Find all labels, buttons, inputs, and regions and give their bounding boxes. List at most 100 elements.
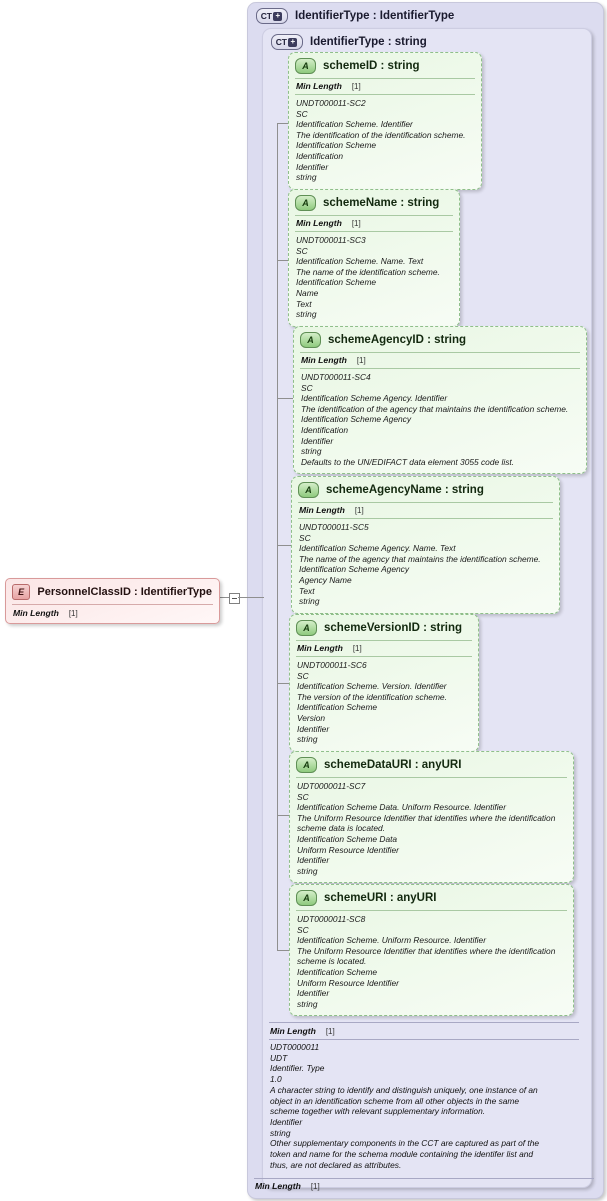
attribute-branch-line xyxy=(277,950,289,951)
attribute-label: schemeVersionID : string xyxy=(324,622,463,634)
doc-line: UNDT000011-SC2 xyxy=(296,98,366,108)
doc-line: Identifier. Type xyxy=(270,1063,325,1074)
doc-line: Identification Scheme Data. Uniform Reso… xyxy=(297,802,507,813)
doc-line: string xyxy=(297,734,318,745)
attribute-schemeagencyid[interactable]: A schemeAgencyID : string Min Length [1]… xyxy=(293,326,587,475)
attribute-schemeagencyname[interactable]: A schemeAgencyName : string Min Length [… xyxy=(291,476,560,614)
doc-line: Identification Scheme Agency xyxy=(301,414,412,425)
connector-collapse-toggle[interactable] xyxy=(229,593,240,604)
attribute-label: schemeDataURI : anyURI xyxy=(324,759,462,771)
doc-line: UDT xyxy=(270,1052,288,1063)
expand-plus-icon[interactable]: + xyxy=(273,11,283,21)
element-label: PersonnelClassID : IdentifierType xyxy=(37,586,212,598)
facet-value: [1] xyxy=(354,506,364,515)
divider xyxy=(295,231,453,232)
divider xyxy=(296,656,472,657)
attribute-label: schemeURI : anyURI xyxy=(324,892,437,904)
divider xyxy=(298,502,553,503)
attribute-icon[interactable]: A xyxy=(298,482,319,498)
attribute-label: schemeAgencyName : string xyxy=(326,484,484,496)
doc-line: SC xyxy=(296,245,308,256)
facet-name: Min Length xyxy=(13,608,59,618)
expand-plus-icon[interactable]: + xyxy=(288,37,298,47)
facet-value: [1] xyxy=(356,356,366,365)
attribute-schemeid[interactable]: A schemeID : string Min Length [1] UNDT0… xyxy=(288,52,482,190)
doc-line: The name of the agency that maintains th… xyxy=(299,553,541,564)
attribute-icon[interactable]: A xyxy=(296,890,317,906)
connector-line xyxy=(220,597,230,598)
facet-name: Min Length xyxy=(297,643,343,653)
doc-line: UNDT000011-SC4 xyxy=(301,372,371,382)
attribute-branch-line xyxy=(277,815,289,816)
attribute-documentation: UDT0000011-SC7 SC Identification Scheme … xyxy=(290,778,573,882)
doc-line: SC xyxy=(297,670,309,681)
attribute-icon[interactable]: A xyxy=(295,58,316,74)
doc-line: Identification Scheme xyxy=(296,140,377,151)
attribute-facet-minlength: Min Length [1] xyxy=(294,353,586,368)
ct-plus-icon[interactable]: CT+ xyxy=(256,8,288,24)
outertype-facet-minlength: Min Length [1] xyxy=(255,1181,320,1191)
attribute-facet-minlength: Min Length [1] xyxy=(292,503,559,518)
doc-line: Text xyxy=(299,585,315,596)
attribute-branch-line xyxy=(277,545,291,546)
doc-line: UNDT000011-SC3 xyxy=(296,235,366,245)
doc-line: Identification Scheme Agency. Identifier xyxy=(301,393,448,404)
attribute-icon[interactable]: A xyxy=(296,757,317,773)
doc-line: Identifier xyxy=(297,855,330,866)
facet-name: Min Length xyxy=(296,81,342,91)
doc-line: Uniform Resource Identifier xyxy=(297,844,399,855)
element-personnelclassid[interactable]: E PersonnelClassID : IdentifierType Min … xyxy=(5,578,220,624)
attribute-icon[interactable]: A xyxy=(300,332,321,348)
attribute-branch-line xyxy=(277,398,293,399)
doc-line: SC xyxy=(296,108,308,119)
doc-line: SC xyxy=(297,791,309,802)
doc-line: UNDT000011-SC6 xyxy=(297,660,367,670)
attribute-icon[interactable]: A xyxy=(295,195,316,211)
facet-name: Min Length xyxy=(270,1026,316,1036)
doc-line: string xyxy=(296,309,317,320)
doc-line: A character string to identify and disti… xyxy=(270,1084,538,1117)
doc-line: The version of the identification scheme… xyxy=(297,691,447,702)
attribute-icon[interactable]: A xyxy=(296,620,317,636)
doc-line: string xyxy=(297,865,318,876)
attribute-branch-line xyxy=(277,260,288,261)
attribute-schemeversionid[interactable]: A schemeVersionID : string Min Length [1… xyxy=(289,614,479,752)
element-icon[interactable]: E xyxy=(12,584,31,600)
facet-value: [1] xyxy=(325,1027,335,1036)
element-facet-minlength: Min Length [1] xyxy=(6,605,219,623)
attribute-schemeuri[interactable]: A schemeURI : anyURI UDT0000011-SC8 SC I… xyxy=(289,884,574,1017)
divider xyxy=(295,215,453,216)
attribute-schemename[interactable]: A schemeName : string Min Length [1] UND… xyxy=(288,189,460,327)
doc-line: string xyxy=(270,1127,291,1138)
doc-line: Identification xyxy=(296,150,344,161)
doc-line: string xyxy=(299,596,320,607)
divider xyxy=(296,910,567,911)
doc-line: Identification Scheme Data xyxy=(297,833,398,844)
doc-line: Identification Scheme xyxy=(297,966,378,977)
doc-line: string xyxy=(301,446,322,457)
complextype-inner-label: IdentifierType : string xyxy=(310,36,427,48)
doc-line: UNDT000011-SC5 xyxy=(299,522,369,532)
doc-line: The identification of the agency that ma… xyxy=(301,403,569,414)
attribute-facet-minlength: Min Length [1] xyxy=(289,79,481,94)
attribute-spine-line xyxy=(277,123,278,951)
attribute-header: A schemeVersionID : string xyxy=(290,615,478,640)
doc-line: Identifier xyxy=(297,723,330,734)
facet-name: Min Length xyxy=(255,1181,301,1191)
doc-line: UDT0000011-SC7 xyxy=(297,781,366,791)
facet-value: [1] xyxy=(351,82,361,91)
facet-value: [1] xyxy=(68,609,78,618)
facet-value: [1] xyxy=(351,219,361,228)
attribute-label: schemeID : string xyxy=(323,60,420,72)
doc-line: Identification Scheme xyxy=(296,277,377,288)
ct-plus-icon[interactable]: CT+ xyxy=(271,34,303,50)
attribute-documentation: UNDT000011-SC4 SC Identification Scheme … xyxy=(294,369,586,473)
attribute-branch-line xyxy=(277,683,289,684)
doc-line: Uniform Resource Identifier xyxy=(297,977,399,988)
doc-line: string xyxy=(297,998,318,1009)
attribute-schemedatauri[interactable]: A schemeDataURI : anyURI UDT0000011-SC7 … xyxy=(289,751,574,884)
doc-line: SC xyxy=(299,532,311,543)
divider xyxy=(300,368,580,369)
doc-line: Identifier xyxy=(301,435,334,446)
facet-name: Min Length xyxy=(296,218,342,228)
